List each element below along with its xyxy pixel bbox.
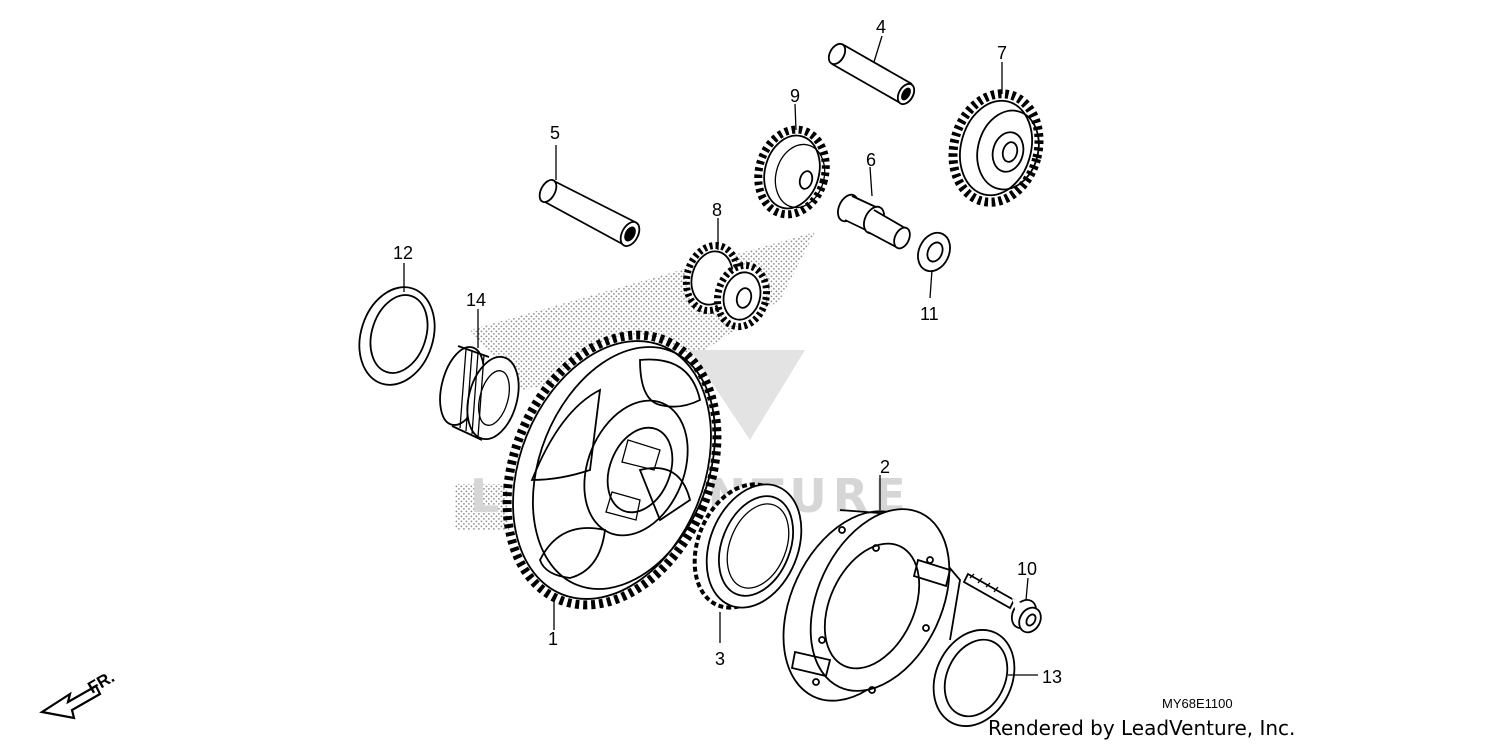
callout-14: 14 bbox=[466, 290, 486, 310]
part-11-washer bbox=[917, 231, 951, 273]
front-arrow-icon bbox=[39, 684, 102, 720]
callouts: 1 2 3 4 5 6 7 8 9 10 11 12 13 14 bbox=[393, 17, 1062, 687]
callout-5: 5 bbox=[550, 123, 560, 143]
front-direction-indicator: FR. bbox=[39, 667, 118, 720]
part-4-shaft bbox=[827, 42, 916, 106]
callout-4: 4 bbox=[876, 17, 886, 37]
part-9-idle-gear-small bbox=[754, 125, 830, 219]
callout-11: 11 bbox=[920, 304, 939, 324]
callout-8: 8 bbox=[712, 200, 722, 220]
part-8-idle-gear-double bbox=[682, 241, 771, 331]
callout-6: 6 bbox=[866, 150, 876, 170]
render-credit: Rendered by LeadVenture, Inc. bbox=[988, 716, 1296, 740]
part-5-shaft bbox=[538, 179, 641, 247]
part-2-one-way-clutch-outer bbox=[782, 508, 961, 702]
part-3-one-way-clutch bbox=[692, 482, 803, 610]
part-7-idle-gear-large bbox=[948, 89, 1044, 207]
part-14-needle-bearing bbox=[439, 345, 520, 441]
callout-10: 10 bbox=[1017, 559, 1037, 579]
leader-lines bbox=[403, 35, 1038, 676]
part-1-starter-driven-gear bbox=[502, 330, 722, 610]
callout-3: 3 bbox=[715, 649, 725, 669]
part-10-bolt bbox=[962, 572, 1042, 634]
part-12-thrust-washer bbox=[358, 286, 436, 386]
callout-12: 12 bbox=[393, 243, 413, 263]
part-13-thrust-washer bbox=[932, 629, 1016, 727]
callout-2: 2 bbox=[880, 457, 890, 477]
diagram-reference-code: MY68E1100 bbox=[1162, 696, 1233, 711]
callout-1: 1 bbox=[548, 629, 558, 649]
part-6-stepped-shaft bbox=[837, 193, 911, 250]
callout-7: 7 bbox=[997, 43, 1007, 63]
callout-9: 9 bbox=[790, 86, 800, 106]
callout-13: 13 bbox=[1042, 667, 1062, 687]
